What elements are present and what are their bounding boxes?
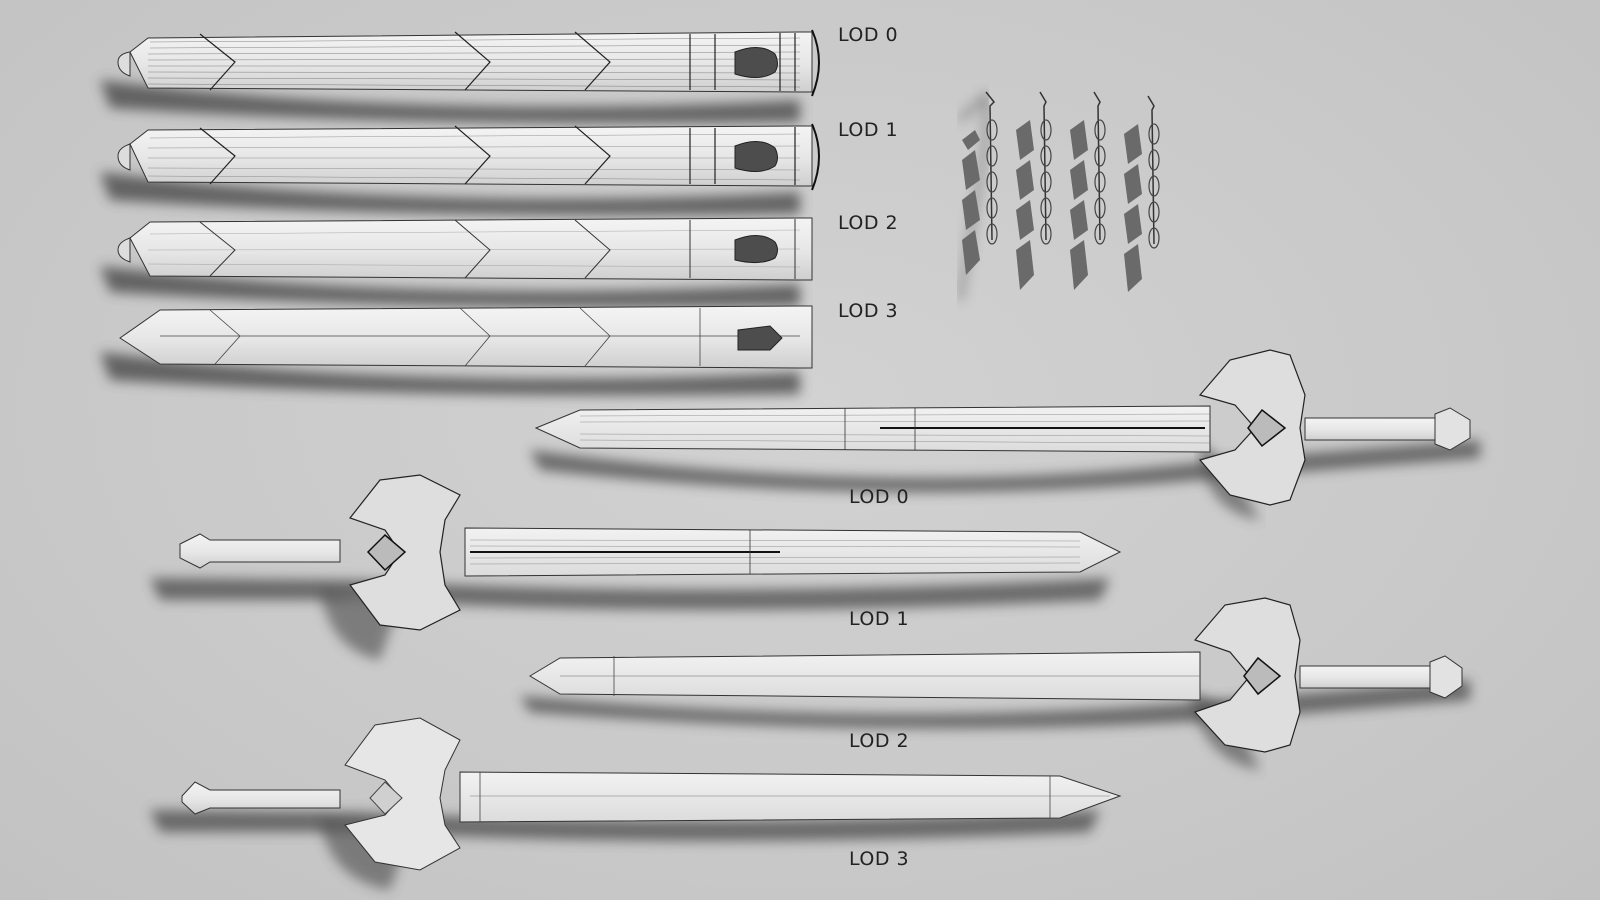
scabbard-lod1 (100, 123, 820, 216)
chain-3 (1070, 91, 1106, 290)
sword-lod0 (530, 349, 1480, 520)
sword-lod0-label: LOD 0 (849, 486, 910, 508)
scabbard-lod0-label: LOD 0 (838, 24, 899, 46)
scabbard-lod0 (100, 29, 820, 124)
sword-lod2 (520, 597, 1470, 770)
scabbard-lod2 (100, 217, 813, 308)
scabbard-lod1-label: LOD 1 (838, 119, 899, 141)
scabbard-lod2-label: LOD 2 (838, 212, 899, 234)
scabbard-lod3 (100, 305, 813, 396)
sword-lod1 (150, 474, 1122, 660)
chain-set (957, 90, 1160, 301)
sword-lod3 (150, 717, 1122, 890)
chain-1 (957, 90, 998, 301)
scabbard-lod3-label: LOD 3 (838, 300, 899, 322)
sword-lod1-label: LOD 1 (849, 608, 910, 630)
chain-4 (1124, 95, 1160, 292)
sword-lod3-label: LOD 3 (849, 848, 910, 870)
chain-2 (1016, 91, 1052, 290)
sword-lod2-label: LOD 2 (849, 730, 910, 752)
